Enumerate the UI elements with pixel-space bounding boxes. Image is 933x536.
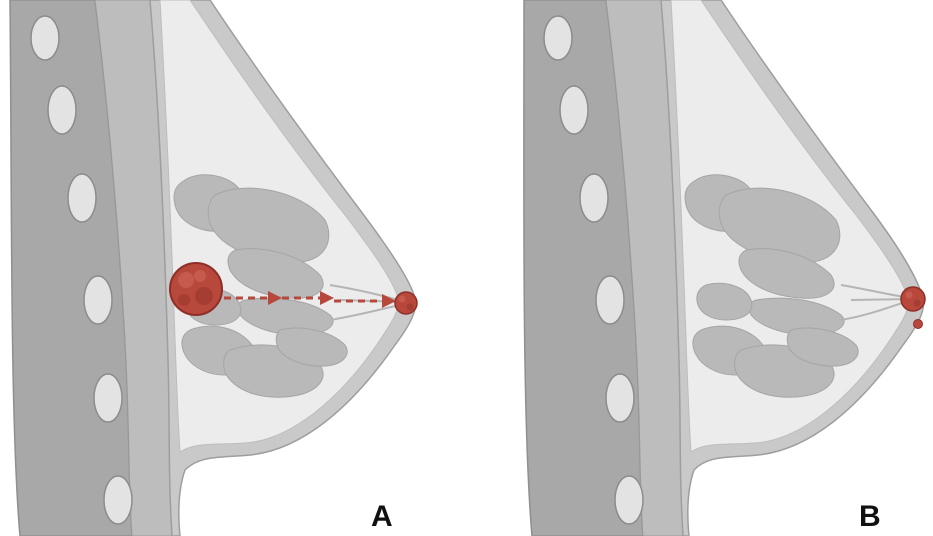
breast-diagram-a (0, 0, 466, 536)
breast-diagram-b (466, 0, 932, 536)
tumor (170, 263, 222, 315)
panel-b: B (466, 0, 932, 536)
panel-label: B (859, 502, 881, 532)
nipple-lesion (395, 292, 417, 314)
panel-a: A (0, 0, 466, 536)
panel-label: A (371, 502, 393, 532)
